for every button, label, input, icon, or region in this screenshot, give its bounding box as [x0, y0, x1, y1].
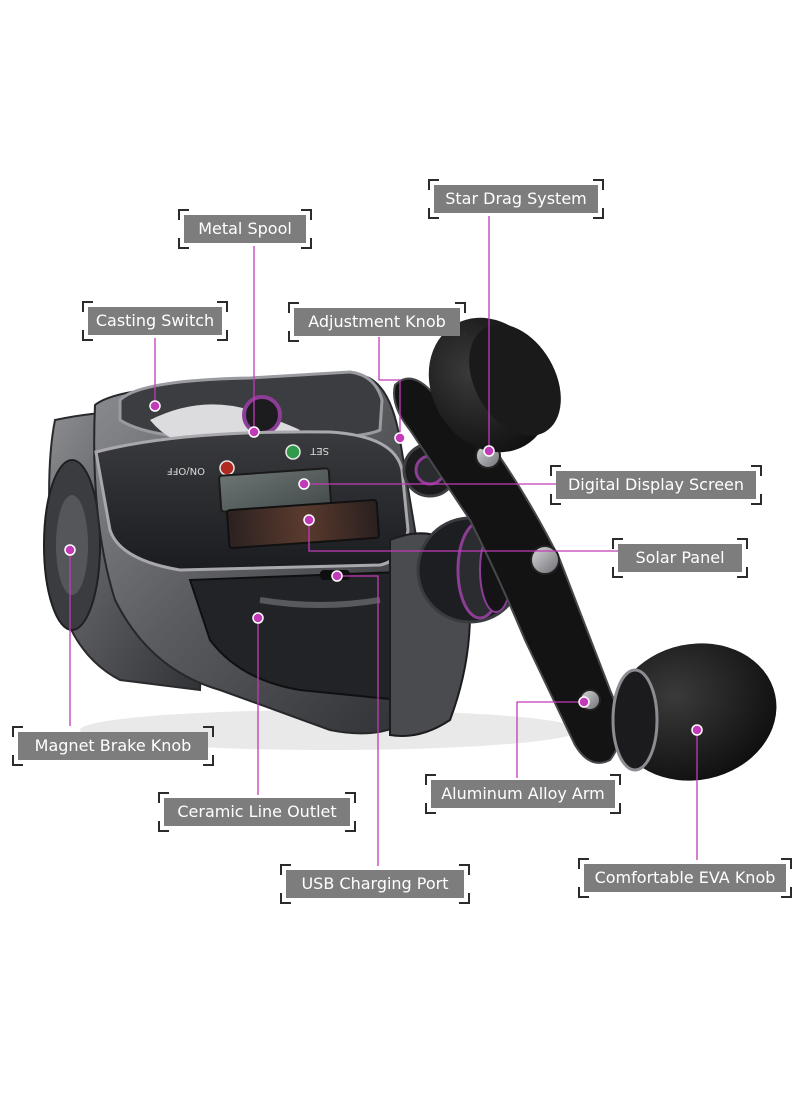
label-casting-switch: Casting Switch	[88, 307, 222, 335]
dot-usb-port	[331, 570, 343, 582]
dot-metal-spool	[248, 426, 260, 438]
callout-adjustment-knob: Adjustment Knob	[288, 302, 466, 342]
dot-aluminum-arm	[578, 696, 590, 708]
label-metal-spool: Metal Spool	[184, 215, 306, 243]
callout-star-drag-system: Star Drag System	[428, 179, 604, 219]
label-comfortable-eva-knob: Comfortable EVA Knob	[584, 864, 786, 892]
label-digital-display-screen: Digital Display Screen	[556, 471, 756, 499]
leader-usb-port	[337, 575, 379, 866]
dot-eva-knob	[691, 724, 703, 736]
dot-star-drag	[483, 445, 495, 457]
leader-dots	[64, 400, 703, 736]
dot-ceramic-outlet	[252, 612, 264, 624]
callout-usb-charging-port: USB Charging Port	[280, 864, 470, 904]
callout-ceramic-line-outlet: Ceramic Line Outlet	[158, 792, 356, 832]
leader-lines	[69, 216, 698, 866]
callout-digital-display-screen: Digital Display Screen	[550, 465, 762, 505]
leader-aluminum-arm	[516, 701, 584, 778]
dot-magnet-brake	[64, 544, 76, 556]
label-usb-charging-port: USB Charging Port	[286, 870, 464, 898]
dot-digital-display	[298, 478, 310, 490]
callout-metal-spool: Metal Spool	[178, 209, 312, 249]
label-adjustment-knob: Adjustment Knob	[294, 308, 460, 336]
label-ceramic-line-outlet: Ceramic Line Outlet	[164, 798, 350, 826]
label-solar-panel: Solar Panel	[618, 544, 742, 572]
callout-magnet-brake-knob: Magnet Brake Knob	[12, 726, 214, 766]
callout-comfortable-eva-knob: Comfortable EVA Knob	[578, 858, 792, 898]
label-magnet-brake-knob: Magnet Brake Knob	[18, 732, 208, 760]
callout-aluminum-alloy-arm: Aluminum Alloy Arm	[425, 774, 621, 814]
label-star-drag-system: Star Drag System	[434, 185, 598, 213]
set-print: SET	[309, 445, 329, 456]
reel-body: ON/OFF SET	[43, 317, 777, 781]
dot-adjustment-knob	[394, 432, 406, 444]
leader-adjustment-knob	[378, 337, 401, 438]
callout-casting-switch: Casting Switch	[82, 301, 228, 341]
label-aluminum-alloy-arm: Aluminum Alloy Arm	[431, 780, 615, 808]
dot-solar-panel	[303, 514, 315, 526]
dot-casting-switch	[149, 400, 161, 412]
callout-solar-panel: Solar Panel	[612, 538, 748, 578]
on-off-print: ON/OFF	[167, 465, 205, 476]
leader-solar-panel	[308, 520, 618, 552]
